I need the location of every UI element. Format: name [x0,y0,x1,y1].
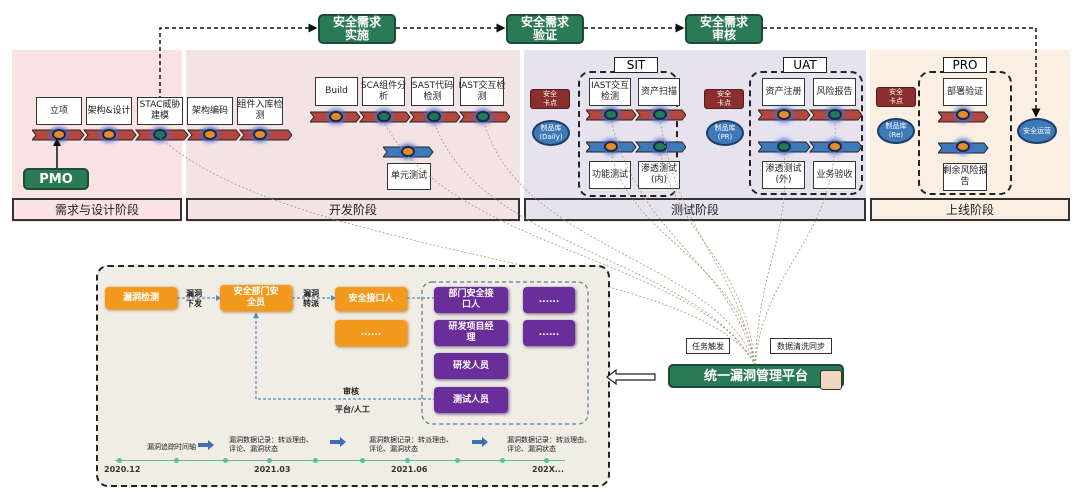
sit-title: SIT [614,57,658,73]
timeline-note-4: 漏洞数据记录：转派理由、 评论、漏洞状态 [507,436,591,453]
timeline-note-1: 漏洞追踪时间轴 [147,443,196,451]
node-sit-pentest [653,141,667,152]
timeline-arrow-icon [472,437,488,447]
node-build [329,111,343,122]
step-uat-acceptance: 业务验收 [813,161,856,189]
step-iast: IAST交互检 测 [458,77,506,106]
node-sca [377,111,391,122]
wf-developer: 研发人员 [434,353,508,379]
data-sync-label: 数据清洗同步 [770,338,832,354]
node-architecture [102,129,116,140]
timeline-dot [223,458,228,463]
timeline-date-4: 202X... [532,465,564,474]
timeline-line [115,460,565,461]
step-coding: 架构编码 [187,97,233,125]
artifact-repo-re: 制品库 (Re) [877,118,915,144]
wf-security-contact: 安全接口人 [335,287,407,311]
platform-title: 统一漏洞管理平台 [668,364,844,388]
step-uat-asset-register: 资产注册 [762,78,805,106]
node-uat-pentest [777,141,791,152]
wf-edge-issue: 漏洞 下发 [186,289,202,308]
wf-orange-more: ...... [335,320,407,346]
step-sit-asset-scan: 资产扫描 [638,78,680,106]
timeline-dot [313,458,318,463]
timeline-date-1: 2020.12 [104,465,141,474]
pmo-arrow [53,138,61,170]
phase-label-design: 需求与设计阶段 [12,198,182,221]
wf-security-staff: 安全部门安 全员 [220,285,292,311]
step-architecture-design: 架构&设计 [86,97,132,125]
timeline-arrow-icon [330,437,346,447]
node-residual [956,141,970,152]
phase-label-release: 上线阶段 [870,198,1070,221]
node-sit-scan [653,109,667,120]
build-flow-bar [310,111,510,123]
wf-dept-contact: 部门安全接 口人 [434,287,508,313]
pro-title: PRO [943,57,987,73]
timeline-dot [455,458,460,463]
security-gate-pro: 安全 卡点 [876,87,916,107]
node-iast [476,111,490,122]
timeline-dot [174,458,179,463]
top-flow-line [159,23,1041,118]
step-sit-pentest: 渗透测试 (内) [638,161,680,189]
timeline-dot [267,458,272,463]
timeline-dot [117,458,122,463]
security-gate-sit: 安全 卡点 [530,89,570,109]
timeline-dot [360,458,365,463]
security-req-implement: 安全需求 实施 [318,14,396,44]
wf-review-label: 审核 [343,387,359,396]
wf-edge-assign: 漏洞 转派 [303,289,319,308]
step-uat-pentest: 渗透测试 (外) [762,161,805,189]
wf-purple-more-1: ...... [523,287,575,313]
step-sit-iast: IAST交互 检测 [589,78,631,106]
node-uat-report [828,109,842,120]
task-trigger-label: 任务触发 [686,338,730,354]
left-arrow-icon [606,369,656,385]
wf-vuln-detect: 漏洞检测 [105,287,177,309]
security-ops: 安全运营 [1017,118,1057,144]
wf-tester: 测试人员 [434,387,508,413]
node-uat-register [777,109,791,120]
node-deploy [956,109,970,120]
step-sast: SAST代码 检测 [411,77,454,106]
step-deploy-verify: 部署验证 [943,78,987,106]
timeline-dot [500,458,505,463]
artifact-repo-pr: 制品库 (PR) [706,120,744,146]
step-residual-risk: 剩余风险报 告 [943,163,988,191]
step-initiation: 立项 [36,97,82,125]
timeline-dot [405,458,410,463]
timeline-note-2: 漏洞数据记录：转派理由、 评论、漏洞状态 [229,436,313,453]
node-sast [427,111,441,122]
wf-review-sub: 平台/人工 [335,405,370,414]
pmo-box: PMO [23,168,89,190]
uat-bottom-bar [758,141,862,153]
wf-project-manager: 研发项目经 理 [434,320,508,346]
security-gate-uat: 安全 卡点 [704,89,744,109]
uat-title: UAT [783,57,827,73]
security-req-review: 安全需求 审核 [685,14,763,44]
step-uat-risk-report: 风险报告 [813,78,856,106]
timeline-note-3: 漏洞数据记录：转派理由、 评论、漏洞状态 [369,436,453,453]
step-build: Build [315,77,358,106]
node-sit-iast [604,109,618,120]
step-component-check: 组件入库检 测 [237,97,283,125]
step-threat-modeling: STAC威胁 建模 [137,97,183,125]
timeline-date-3: 2021.06 [391,465,428,474]
uat-top-bar [758,109,862,121]
node-initiation [52,129,66,140]
security-req-verify: 安全需求 验证 [506,14,584,44]
node-uat-acceptance [828,141,842,152]
wf-arrows [177,281,589,425]
step-sca: SCA组件分 析 [361,77,406,106]
wf-purple-more-2: ...... [523,320,575,346]
avatar-icon [820,370,842,390]
timeline-date-2: 2021.03 [254,465,291,474]
timeline-arrow-icon [198,440,214,450]
timeline-dot [544,458,549,463]
